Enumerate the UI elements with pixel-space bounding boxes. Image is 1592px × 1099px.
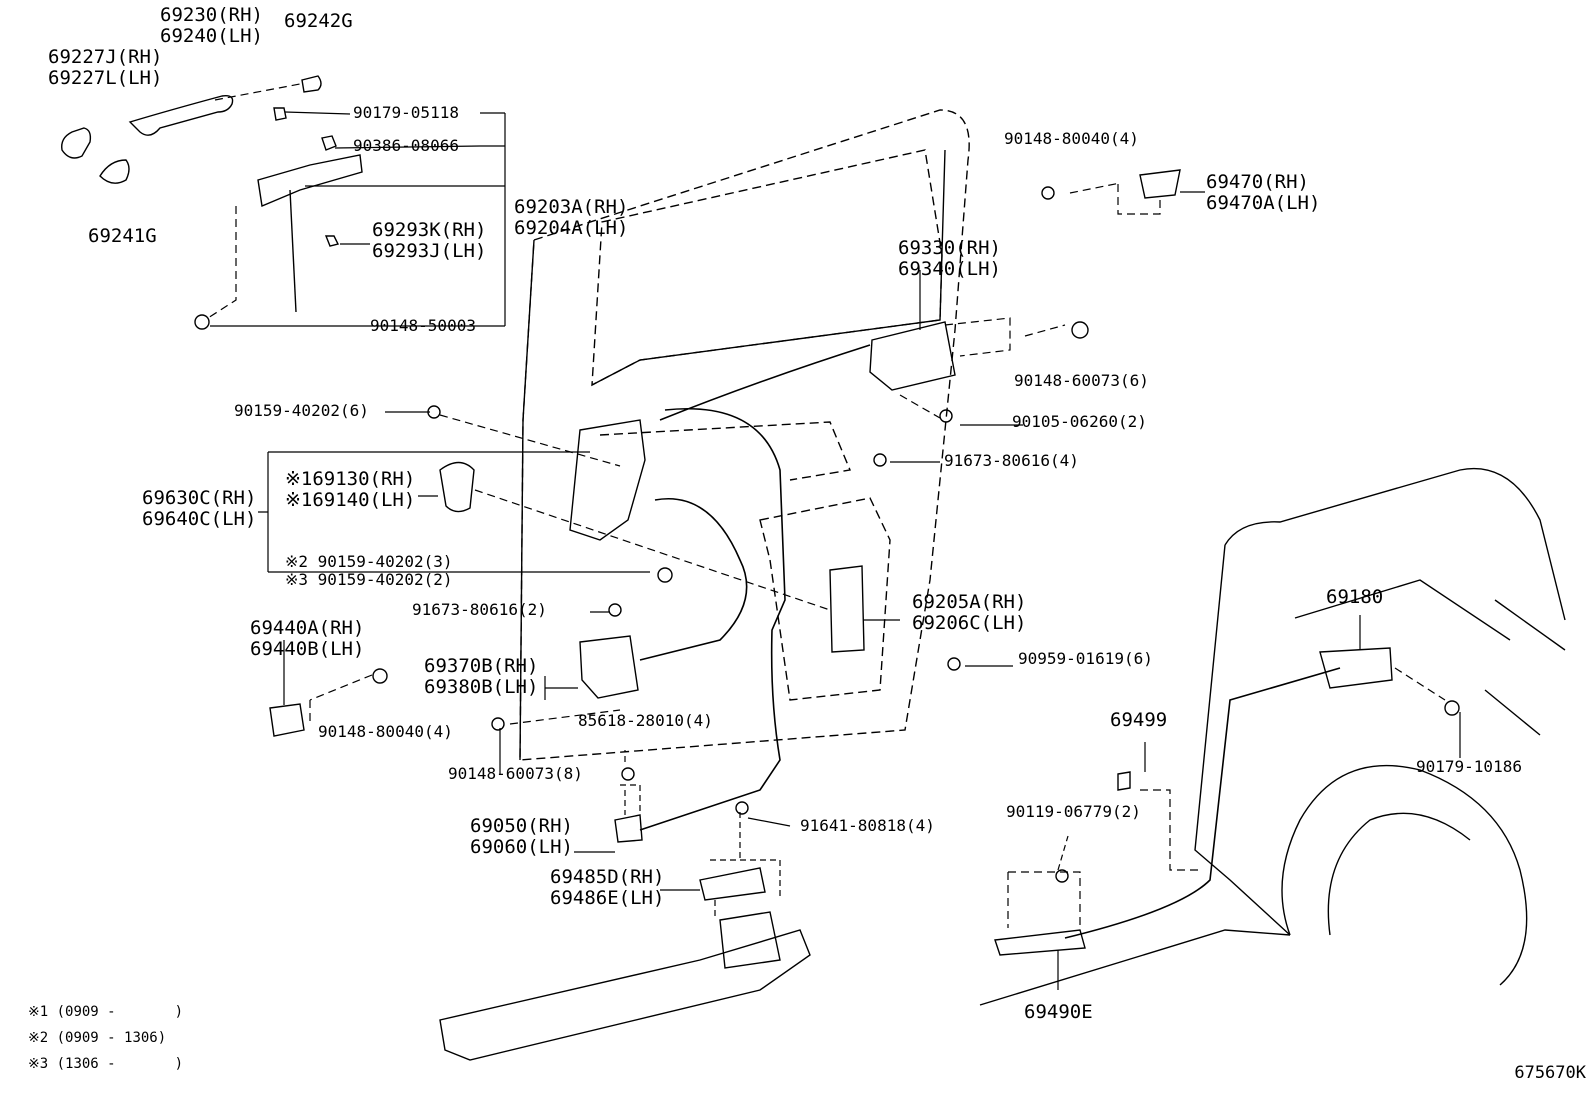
callout-69370: 69370B(RH)69380B(LH): [424, 655, 539, 698]
lock-assembly-drawing: [269, 169, 1393, 956]
callout-90148-80040-top: 90148-80040(4): [1004, 129, 1139, 148]
legend-note-1: ※1 (0909 - ): [28, 1004, 184, 1020]
callout-90386-08066: 90386-08066: [353, 136, 459, 155]
reference-code: 675670K: [1514, 1063, 1586, 1083]
callout-90159-40202-6: 90159-40202(6): [234, 401, 369, 420]
callout-69227: 69227J(RH)69227L(LH): [48, 46, 163, 89]
callout-90179-10186: 90179-10186: [1416, 757, 1522, 776]
callout-91641-80818: 91641-80818(4): [800, 816, 935, 835]
callout-69242G: 69242G: [284, 10, 353, 32]
door-front-edge: [519, 239, 535, 761]
outside-handle-drawing: [61, 75, 363, 330]
callout-90148-60073-6: 90148-60073(6): [1014, 371, 1149, 390]
callout-69499: 69499: [1110, 709, 1168, 731]
callout-69205: 69205A(RH)69206C(LH): [912, 591, 1027, 634]
fasteners: [372, 186, 1460, 883]
callout-90179-05118: 90179-05118: [353, 103, 459, 122]
leader-lines: [207, 83, 1461, 990]
callout-69203: 69203A(RH)69204A(LH): [514, 196, 629, 239]
vehicle-body-outline: [979, 467, 1566, 1006]
callout-69440: 69440A(RH)69440B(LH): [250, 617, 365, 660]
callout-69490E: 69490E: [1024, 1001, 1093, 1023]
callout-90148-80040-left: 90148-80040(4): [318, 722, 453, 741]
callout-90148-60073-8: 90148-60073(8): [448, 764, 583, 783]
callout-90148-50003: 90148-50003: [370, 316, 476, 335]
callout-90959-01619: 90959-01619(6): [1018, 649, 1153, 668]
callout-69485: 69485D(RH)69486E(LH): [550, 866, 665, 909]
callout-90159-40202-variants: ※2 90159-40202(3)※3 90159-40202(2): [285, 552, 453, 589]
callout-90105-06260: 90105-06260(2): [1012, 412, 1147, 431]
callout-91673-80616-2: 91673-80616(2): [412, 600, 547, 619]
callout-69050: 69050(RH)69060(LH): [470, 815, 573, 858]
callout-85618-28010: 85618-28010(4): [578, 711, 713, 730]
callout-69180: 69180: [1326, 586, 1384, 608]
door-window-frame: [591, 149, 946, 386]
cables: [639, 344, 1341, 939]
legend-note-2: ※2 (0909 - 1306): [28, 1030, 167, 1046]
callout-90119-06779: 90119-06779(2): [1006, 802, 1141, 821]
callout-91673-80616-4: 91673-80616(4): [944, 451, 1079, 470]
legend-note-3: ※3 (1306 - ): [28, 1056, 184, 1072]
callout-69241G: 69241G: [88, 225, 157, 247]
callout-69470: 69470(RH)69470A(LH): [1206, 171, 1321, 214]
callout-69130: ※169130(RH)※169140(LH): [285, 468, 416, 511]
callout-69293: 69293K(RH)69293J(LH): [372, 219, 487, 262]
floor-bracket-drawing: [439, 911, 811, 1061]
callout-69330: 69330(RH)69340(LH): [898, 237, 1001, 280]
callout-69630: 69630C(RH)69640C(LH): [142, 487, 257, 530]
callout-69230: 69230(RH)69240(LH): [160, 4, 263, 47]
